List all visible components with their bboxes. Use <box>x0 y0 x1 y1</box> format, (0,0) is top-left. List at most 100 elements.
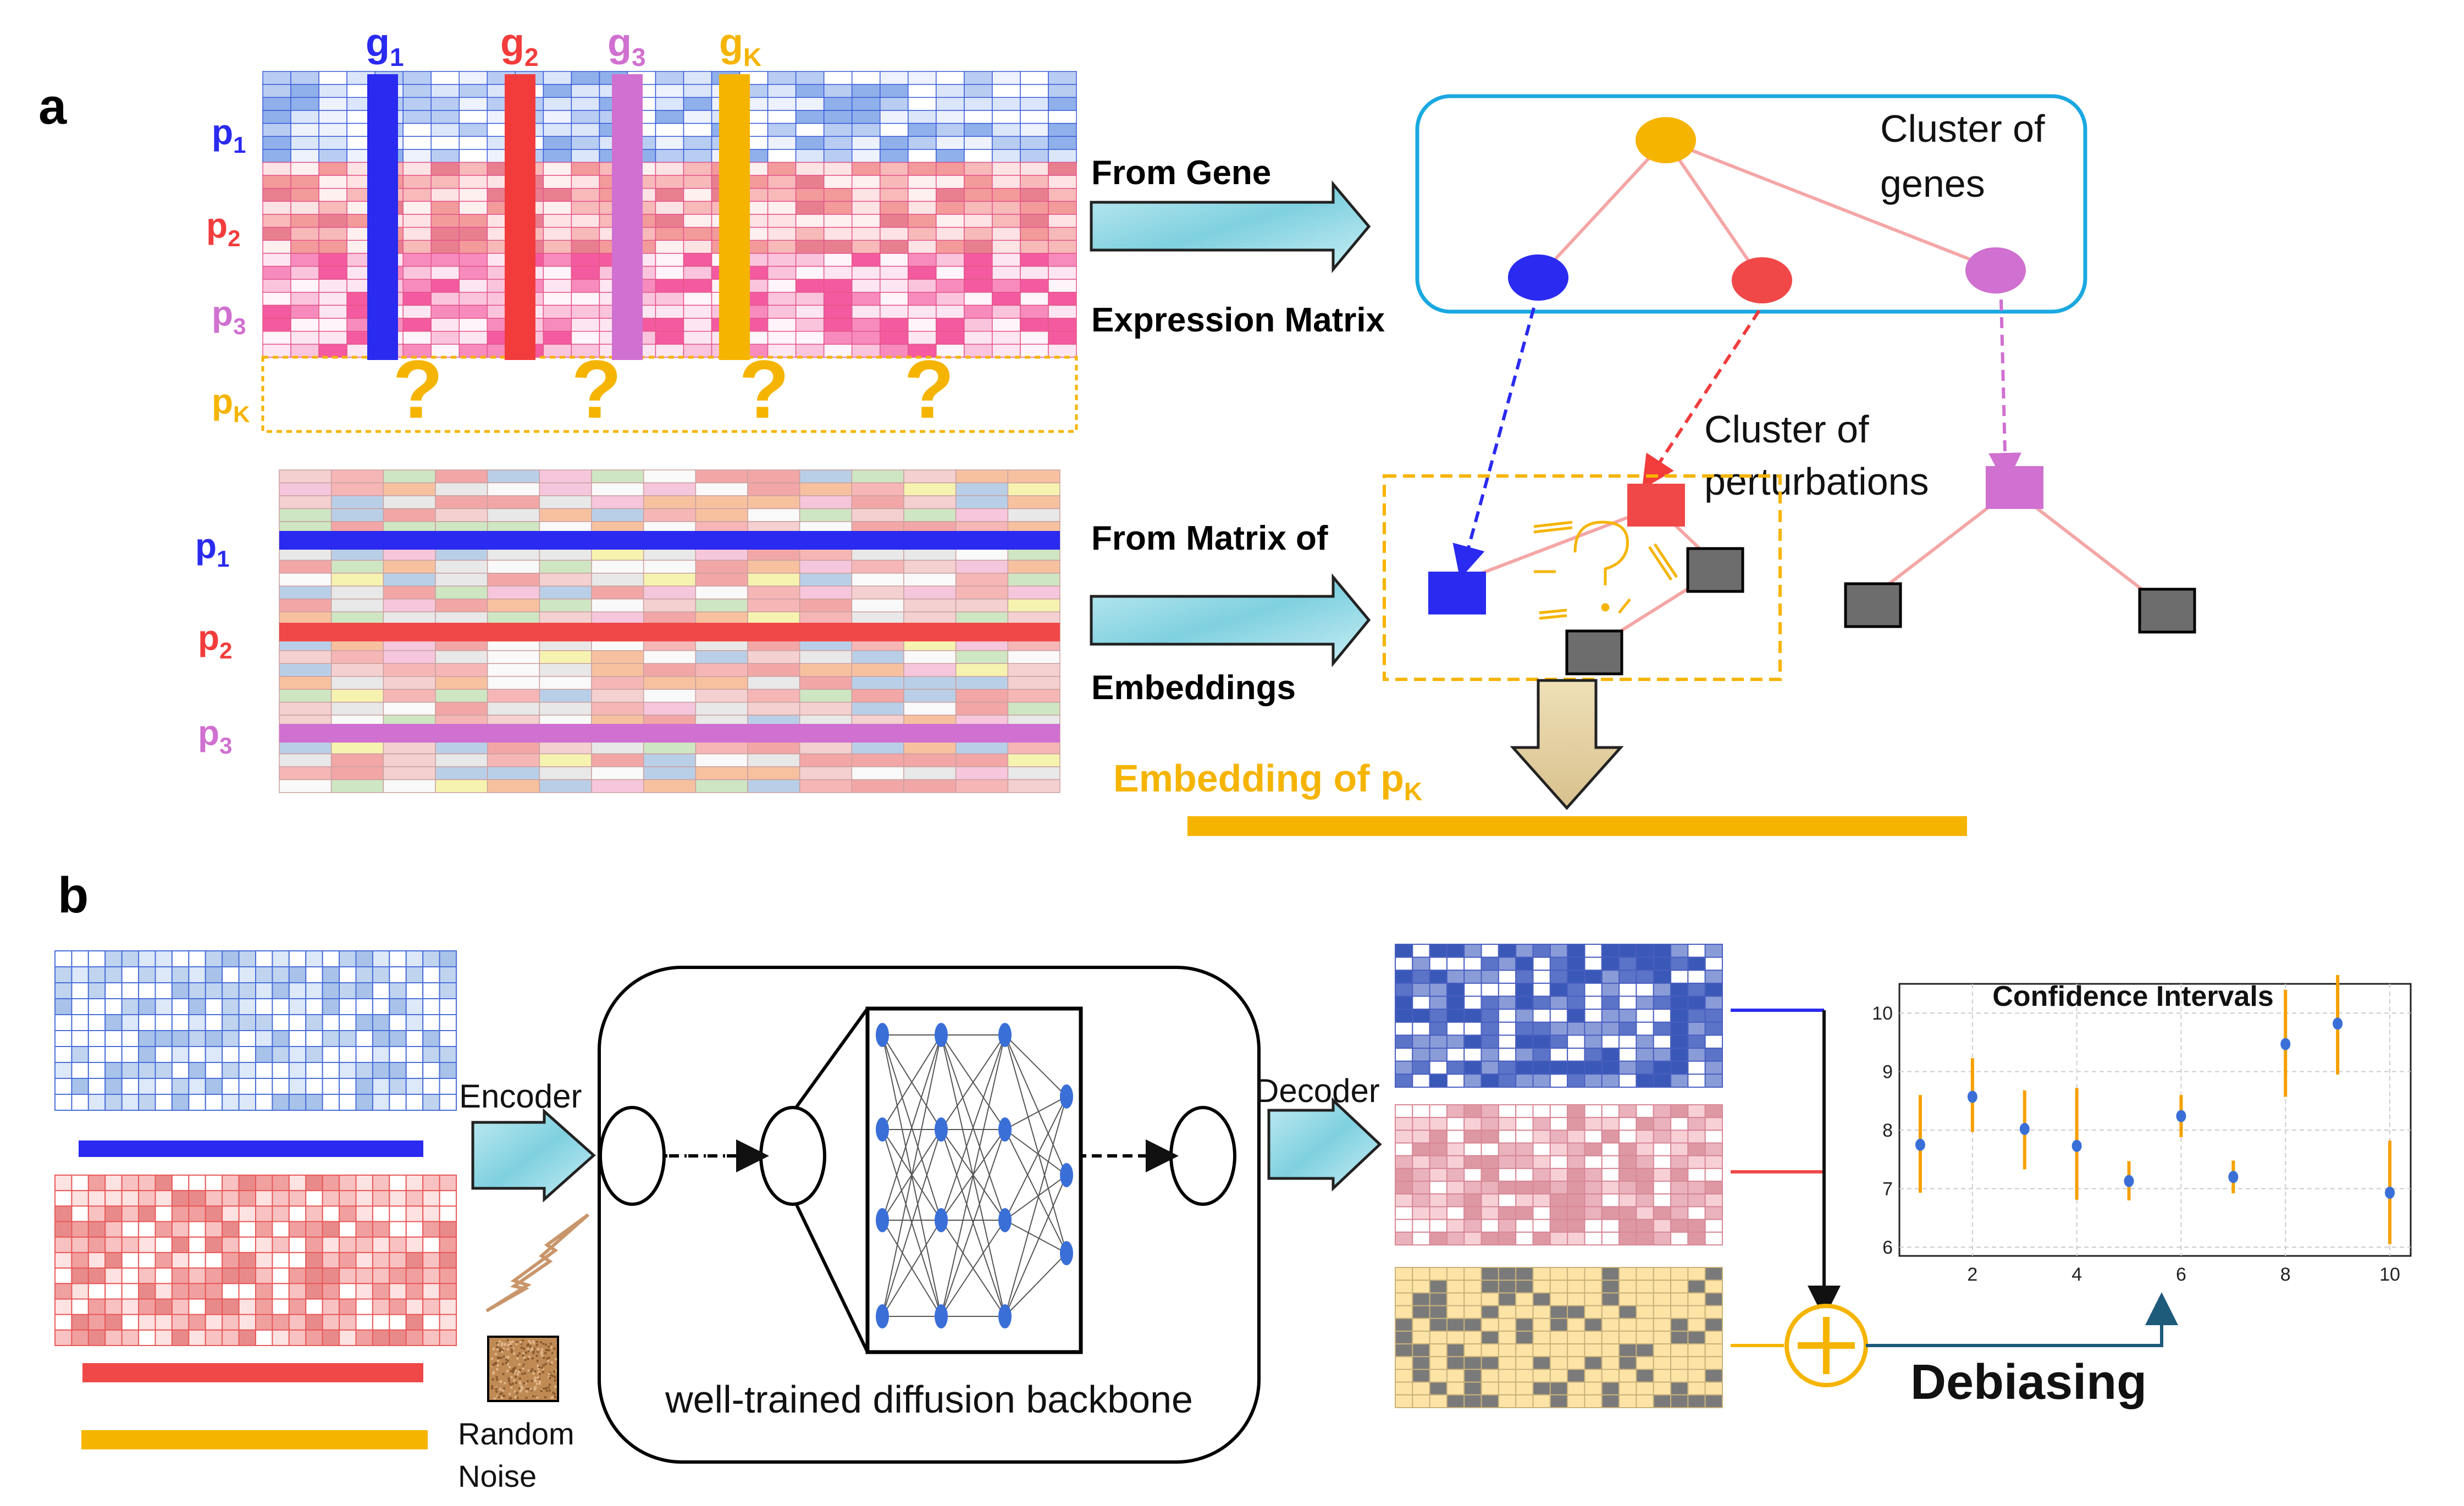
grid-cell <box>1463 1073 1482 1088</box>
noise-speck <box>510 1376 513 1378</box>
embedding-cell <box>591 482 644 496</box>
noise-speck <box>501 1350 504 1353</box>
grid-cell <box>1429 1142 1448 1156</box>
grid-cell <box>1532 1048 1551 1062</box>
grid-cell <box>1549 1193 1568 1208</box>
heatmap-cell <box>880 292 909 306</box>
embedding-cell <box>799 663 853 677</box>
grid-cell <box>1412 1356 1430 1370</box>
grid-cell <box>1498 1381 1517 1396</box>
heatmap-cell <box>880 240 909 254</box>
grid-cell <box>1636 1142 1654 1156</box>
grid-cell <box>272 1283 290 1300</box>
embedding-cell <box>747 482 800 496</box>
grid-cell <box>339 1190 357 1207</box>
embedding-cell <box>851 585 904 600</box>
heatmap-cell <box>655 201 684 215</box>
grid-cell <box>1463 1104 1482 1119</box>
embedding-cell <box>487 495 540 510</box>
nn-node <box>998 1023 1012 1047</box>
grid-cell <box>389 1267 407 1284</box>
embedding-row-p2 <box>279 623 1060 641</box>
embedding-cell <box>487 599 540 613</box>
embedding-cell <box>799 701 853 716</box>
grid-cell <box>238 950 257 967</box>
grid-cell <box>339 1236 357 1253</box>
grid-cell <box>1395 1292 1413 1306</box>
grid-cell <box>422 1298 440 1315</box>
x-tick-label: 8 <box>2280 1264 2291 1285</box>
grid-cell <box>171 1014 190 1031</box>
noise-speck <box>552 1391 555 1394</box>
heatmap-cell <box>262 292 291 306</box>
heatmap-cell <box>823 136 853 150</box>
embedding-cell <box>487 482 540 496</box>
noise-speck <box>513 1390 516 1393</box>
grid-cell <box>439 1298 457 1315</box>
noise-speck <box>551 1396 554 1399</box>
grid-cell <box>1549 1181 1568 1195</box>
grid-cell <box>1446 1292 1465 1306</box>
embedding-cell <box>643 766 697 780</box>
grid-cell <box>1395 944 1413 958</box>
grid-cell <box>1480 1193 1499 1208</box>
grid-cell <box>87 966 106 983</box>
grid-cell <box>205 982 223 999</box>
grid-cell <box>87 1046 106 1063</box>
grid-cell <box>154 1175 173 1192</box>
embedding-cell <box>539 701 592 716</box>
noise-speck <box>500 1348 503 1351</box>
heatmap-cell <box>964 201 993 215</box>
heatmap-cell <box>795 226 825 241</box>
grid-cell <box>1653 1267 1672 1281</box>
heatmap-cell <box>430 214 460 228</box>
grid-cell <box>87 1205 106 1222</box>
grid-cell <box>1584 1021 1603 1036</box>
heatmap-cell <box>851 201 881 215</box>
noise-speck <box>547 1386 550 1389</box>
grid-cell <box>439 950 457 967</box>
heatmap-cell <box>543 136 572 150</box>
grid-cell <box>1618 1060 1637 1075</box>
nn-edge <box>1004 1175 1067 1221</box>
heatmap-cell <box>795 279 825 293</box>
grid-cell <box>1653 1060 1672 1075</box>
heatmap-cell <box>430 84 460 98</box>
heatmap-cell <box>571 71 600 85</box>
grid-cell <box>1687 1142 1706 1156</box>
noise-speck <box>521 1339 524 1342</box>
heatmap-cell <box>683 318 712 332</box>
embedding-cell <box>435 740 488 755</box>
heatmap-cell <box>795 84 825 98</box>
heatmap-cell <box>262 344 291 358</box>
grid-cell <box>322 1283 340 1300</box>
grid-cell <box>355 1046 373 1063</box>
grid-cell <box>1653 995 1672 1010</box>
grid-cell <box>339 1205 357 1222</box>
heatmap-cell <box>767 110 797 124</box>
grid-cell <box>1480 1219 1499 1233</box>
grid-cell <box>1395 1231 1413 1245</box>
grid-cell <box>389 1314 407 1331</box>
grid-cell <box>238 966 257 983</box>
grid-cell <box>288 1190 307 1207</box>
grid-cell <box>1653 1181 1672 1195</box>
heatmap-cell <box>964 110 993 124</box>
grid-cell <box>389 1030 407 1047</box>
heatmap-cell <box>318 330 347 345</box>
embedding-cell <box>955 573 1009 587</box>
grid-cell <box>255 1298 273 1315</box>
grid-cell <box>1704 1231 1723 1245</box>
grid-cell <box>339 1094 357 1111</box>
heatmap-cell <box>543 149 572 163</box>
embedding-cell <box>747 766 800 780</box>
grid-cell <box>1515 1206 1534 1220</box>
embedding-cell <box>279 599 332 613</box>
grid-cell <box>1567 1330 1585 1345</box>
grid-cell <box>1498 1034 1517 1049</box>
grid-cell <box>205 1062 223 1079</box>
embedding-cell <box>435 495 488 510</box>
embedding-cell <box>643 753 697 767</box>
embedding-cell <box>1007 740 1060 755</box>
grid-cell <box>1480 1394 1499 1408</box>
